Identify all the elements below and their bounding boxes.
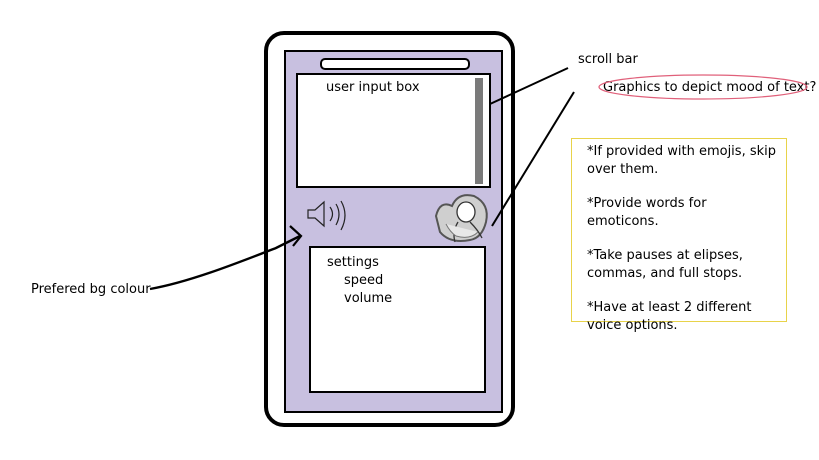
bg-colour-annotation: Prefered bg colour [31,282,151,297]
graphics-annotation: Graphics to depict mood of text? [603,80,817,95]
scroll-bar-annotation: scroll bar [578,52,638,67]
user-input-box-label: user input box [326,80,420,95]
settings-item-volume[interactable]: volume [344,291,393,306]
settings-item-speed[interactable]: speed [344,273,384,288]
phone-speaker-slot [320,58,470,70]
user-input-box[interactable]: user input box [296,73,491,188]
note-item: *Have at least 2 different voice options… [587,300,752,333]
scrollbar[interactable] [475,78,483,184]
notes-box: *If provided with emojis, skip over them… [571,138,787,333]
note-item: *Take pauses at elipses, commas, and ful… [587,248,743,281]
note-item: *If provided with emojis, skip over them… [587,144,777,177]
settings-panel: settings speed volume [309,246,486,393]
settings-title: settings [327,255,379,270]
note-item: *Provide words for emoticons. [587,196,707,229]
